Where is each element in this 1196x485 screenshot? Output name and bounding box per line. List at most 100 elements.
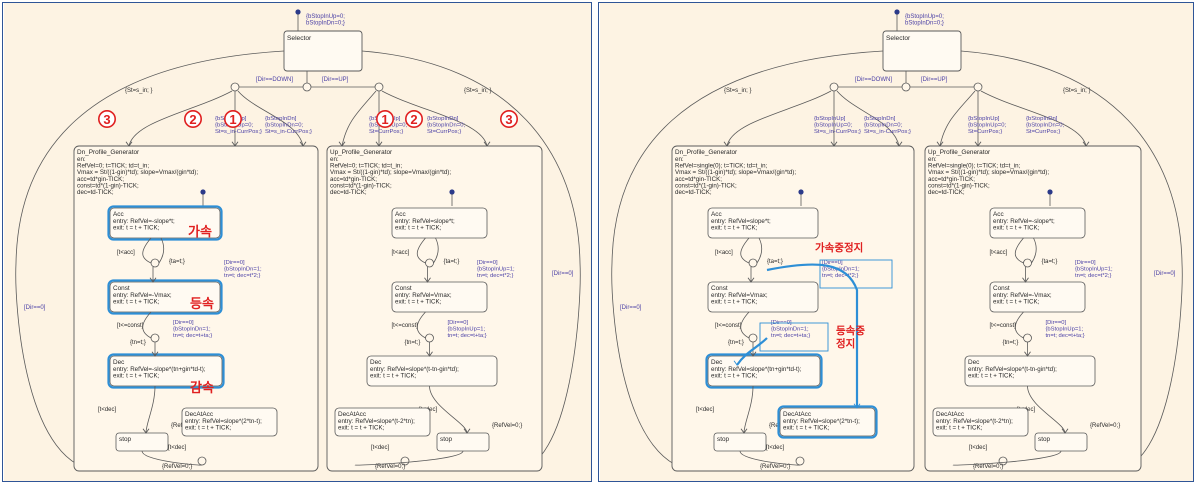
dec-state-highlight bbox=[107, 353, 225, 389]
const-state-action: entry: RefVel=-Vmax; bbox=[113, 292, 172, 299]
dir-zero-label: {bStopInUp=1; bbox=[477, 266, 515, 272]
generator-entry-action: dec=td-TICK; bbox=[675, 189, 712, 196]
arrowhead bbox=[747, 277, 755, 283]
const-state-action: exit: t = t + TICK; bbox=[113, 299, 160, 306]
panel-left: {bStopInUp=0;bStopInDn=0;}Selector[Dir==… bbox=[2, 2, 592, 482]
dn-transition-action: St=s_in-CurrPos;} bbox=[814, 129, 861, 135]
transition-label: {RefVel=0;} bbox=[492, 423, 522, 429]
up-transition-action: {bStopInDn=0; bbox=[1026, 122, 1065, 128]
dec-state bbox=[366, 355, 498, 387]
transition-arc bbox=[740, 237, 750, 264]
arrowhead bbox=[1061, 428, 1069, 434]
transition-arc bbox=[1027, 385, 1066, 434]
generator-entry-action: dec=td-TICK; bbox=[77, 189, 114, 196]
transition-label: {RefVel=0;} bbox=[1090, 423, 1120, 429]
transition-label: {tn=t;} bbox=[405, 340, 421, 346]
up-junction bbox=[973, 82, 983, 92]
const-state-action: exit: t = t + TICK; bbox=[711, 299, 758, 306]
dec-state-title: Dec bbox=[370, 359, 382, 366]
transition-label: [Dir==0] bbox=[620, 305, 642, 311]
generator-title: Dn_Profile_Generator bbox=[675, 149, 738, 156]
default-transition-dot bbox=[295, 9, 301, 15]
const-state-title: Const bbox=[993, 285, 1010, 292]
transition-label: [t<=const] bbox=[715, 323, 742, 329]
transition-label: [t<dec] bbox=[168, 445, 187, 451]
arrowhead bbox=[149, 277, 157, 283]
const-junction bbox=[150, 333, 160, 343]
outer-dir-zero-left bbox=[611, 50, 884, 472]
dec-state-action: entry: RefVel=slope*(t-tn-gin*td); bbox=[968, 366, 1057, 373]
up-transition-action: {bStopInUp] bbox=[968, 116, 1000, 122]
transition-arc bbox=[429, 385, 468, 434]
transition-label: [Dir==0] bbox=[552, 271, 574, 277]
step-marker-number: 1 bbox=[381, 112, 388, 127]
dir-zero-label: tn=t; dec=t*2;} bbox=[477, 273, 513, 279]
korean-note-const-stop: 정지 bbox=[836, 337, 855, 350]
korean-note-acc-stop: 가속중정지 bbox=[815, 241, 863, 254]
acc-state-title: Acc bbox=[113, 211, 124, 218]
const-state bbox=[707, 281, 819, 313]
default-transition-dot bbox=[449, 189, 455, 195]
step-marker-number: 2 bbox=[410, 112, 417, 127]
decatacc-state-action: exit: t = t + TICK; bbox=[338, 425, 385, 432]
step-marker-number: 1 bbox=[229, 112, 236, 127]
transition-arc bbox=[1014, 311, 1024, 339]
stateflow-chart-left: {bStopInUp=0;bStopInDn=0;}Selector[Dir==… bbox=[4, 3, 591, 481]
highlight-label-box bbox=[759, 322, 829, 352]
dn-transition-action: {bStopInDn] bbox=[265, 116, 297, 122]
decatacc-state-action: entry: RefVel=slope*(2*tn-t); bbox=[185, 418, 262, 425]
step-marker-number: 3 bbox=[505, 112, 512, 127]
transition-label: {RefVel=0;} bbox=[760, 464, 790, 470]
transition-arc bbox=[158, 237, 165, 264]
transition-arc bbox=[726, 90, 832, 147]
selector-title: Selector bbox=[886, 35, 911, 42]
transition-label: {ta=t;} bbox=[444, 259, 460, 265]
const-state-action: entry: RefVel=Vmax; bbox=[395, 292, 452, 299]
arrowhead bbox=[740, 428, 748, 434]
selector-annotation: {bStopInUp=0; bbox=[905, 14, 944, 20]
transition-label: [t<dec] bbox=[696, 407, 715, 413]
down-junction bbox=[230, 82, 240, 92]
decatacc-state-title: DecAtAcc bbox=[783, 411, 812, 418]
transition-label: [t<acc] bbox=[117, 250, 135, 256]
stop-state-label: stop bbox=[717, 436, 730, 443]
const-state-action: exit: t = t + TICK; bbox=[395, 299, 442, 306]
arrowhead bbox=[463, 428, 471, 434]
outer-dir-zero-left bbox=[15, 50, 285, 472]
dn-transition-action: {bStopInDn] bbox=[864, 116, 896, 122]
transition-arc bbox=[743, 385, 754, 434]
default-transition-dot bbox=[1047, 189, 1053, 195]
korean-note-const-stop: 등속중 bbox=[836, 325, 865, 337]
generator-entry-action: acc=td*gin-TICK; bbox=[928, 176, 975, 183]
generator-entry-action: const=td*(1-gin)-TICK; bbox=[330, 182, 392, 189]
dir-zero-label: {bStopInDn=1; bbox=[224, 266, 262, 272]
highlight-label-box bbox=[819, 259, 893, 289]
transition-label: {St=s_in; } bbox=[1063, 88, 1091, 94]
up-transition-action: St=CurrPos;} bbox=[1026, 129, 1060, 135]
const-state bbox=[109, 281, 221, 313]
transition-label: [Dir==DOWN] bbox=[855, 77, 892, 83]
selector-junction bbox=[302, 82, 312, 92]
dir-zero-label: tn=t; dec=t+ta;} bbox=[771, 333, 810, 339]
dir-zero-label: [Dir==0] bbox=[822, 260, 843, 266]
transition-label: {St=s_in; } bbox=[464, 88, 492, 94]
selector-annotation: bStopInDn=0;} bbox=[306, 20, 345, 26]
up-transition-action: St=CurrPos;} bbox=[427, 129, 461, 135]
transition-label: [t<=const] bbox=[392, 323, 419, 329]
up-transition-action: {bStopInDn=0; bbox=[427, 122, 466, 128]
transition-label: [Dir==DOWN] bbox=[256, 77, 293, 83]
dec-state-title: Dec bbox=[968, 359, 980, 366]
arrowhead bbox=[426, 351, 433, 357]
dn-transition-action: St=s_in-CurrPos;} bbox=[265, 129, 312, 135]
decatacc-state-action: entry: RefVel=slope*(2*tn-t); bbox=[783, 418, 860, 425]
selector-annotation: {bStopInUp=0; bbox=[306, 14, 345, 20]
const-junction bbox=[425, 333, 434, 343]
generator-entry-action: const=td*(1-gin)-TICK; bbox=[77, 182, 139, 189]
transition-arc bbox=[354, 450, 464, 466]
generator-entry-action: dec=td-TICK; bbox=[928, 189, 965, 196]
decatacc-state-title: DecAtAcc bbox=[936, 411, 965, 418]
transition-arc bbox=[939, 90, 976, 147]
transition-arc bbox=[341, 90, 377, 147]
transition-label: {tn=t;} bbox=[130, 340, 146, 346]
step-marker bbox=[499, 110, 518, 129]
